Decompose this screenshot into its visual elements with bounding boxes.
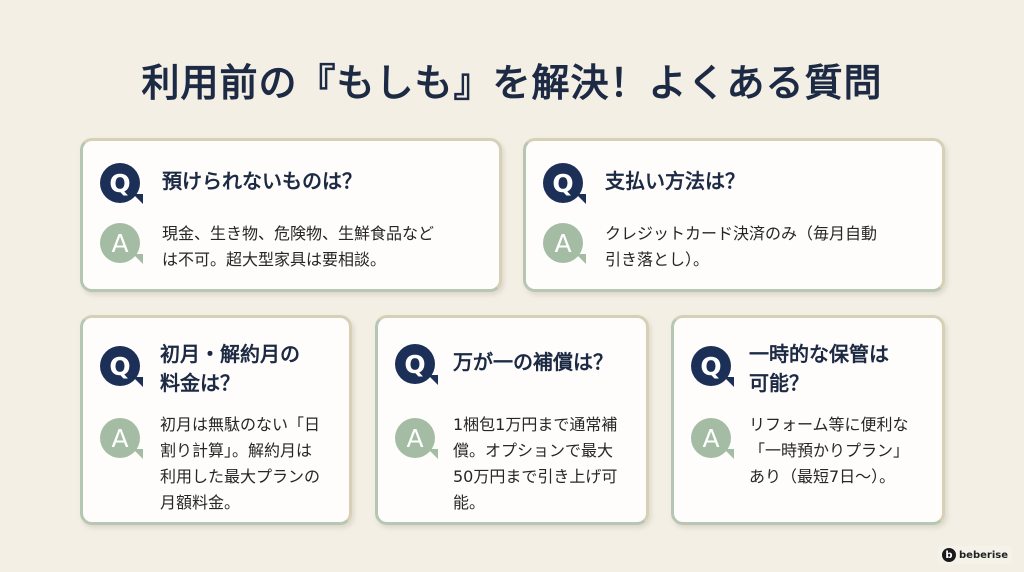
question-icon: Q [543,163,586,204]
answer-icon: A [543,223,586,264]
faq-card-temporary-storage: Q 一時的な保管は 可能？ A リフォーム等に便利な 「一時預かりプラン」 あり… [671,315,945,525]
brand-logo-text: beberise [959,549,1008,561]
brand-logo: b beberise [938,546,1012,564]
faq-card-payment-method: Q 支払い方法は？ A クレジットカード決済のみ（毎月自動 引き落とし）。 [523,138,945,292]
question-icon: Q [395,344,438,385]
faq-question: 万が一の補償は？ [453,350,613,374]
faq-answer: 1梱包1万円まで通常補 償。オプションで最大 50万円まで引き上げ可 能。 [453,415,618,512]
faq-answer: リフォーム等に便利な 「一時預かりプラン」 あり（最短7日〜）。 [749,415,910,486]
faq-question: 一時的な保管は 可能？ [749,342,889,395]
question-icon: Q [691,346,734,387]
faq-question: 初月・解約月の 料金は？ [160,342,300,395]
faq-card-first-last-month-fee: Q 初月・解約月の 料金は？ A 初月は無駄のない「日 割り計算」。解約月は 利… [80,315,352,525]
page-title: 利用前の『もしも』を解決！よくある質問 [141,61,883,105]
faq-answer: 現金、生き物、危険物、生鮮食品など は不可。超大型家具は要相談。 [162,224,435,269]
brand-logo-icon: b [942,548,957,562]
faq-question: 支払い方法は？ [605,169,745,193]
answer-icon: A [100,418,143,459]
answer-icon: A [395,418,438,459]
faq-card-compensation: Q 万が一の補償は？ A 1梱包1万円まで通常補 償。オプションで最大 50万円… [375,315,649,525]
faq-answer: クレジットカード決済のみ（毎月自動 引き落とし）。 [605,224,878,269]
answer-icon: A [100,223,143,264]
faq-answer: 初月は無駄のない「日 割り計算」。解約月は 利用した最大プランの 月額料金。 [160,415,321,512]
question-icon: Q [100,163,143,204]
faq-card-storage-restrictions: Q 預けられないものは？ A 現金、生き物、危険物、生鮮食品など は不可。超大型… [80,138,502,292]
faq-question: 預けられないものは？ [162,169,362,193]
question-icon: Q [100,346,143,387]
answer-icon: A [691,418,734,459]
